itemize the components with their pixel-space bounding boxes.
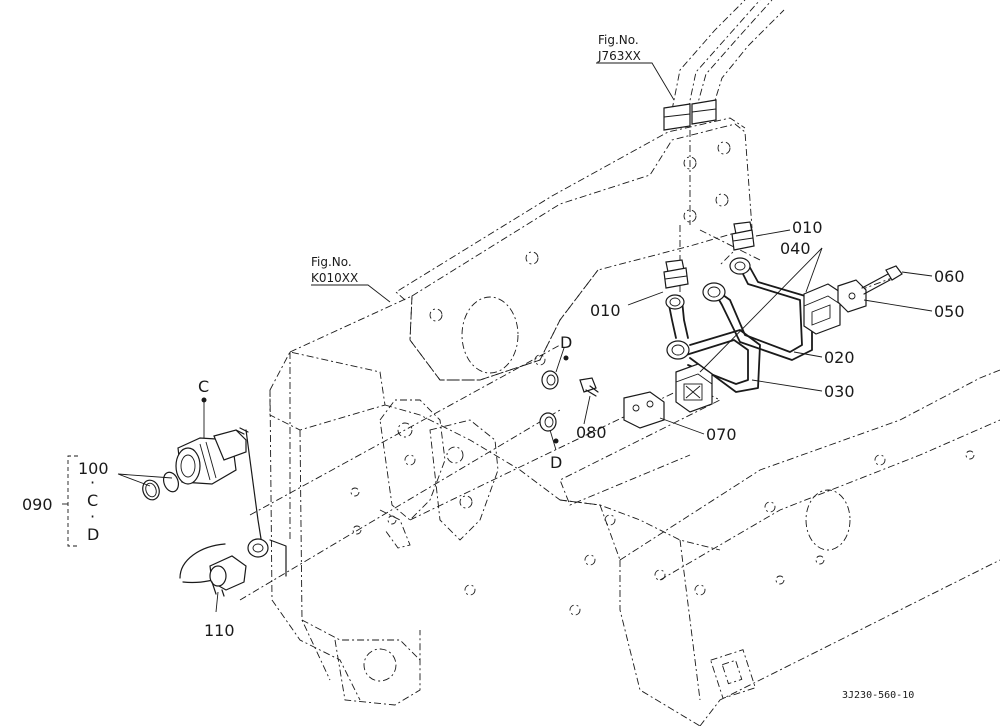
clamp-040-lower bbox=[675, 363, 713, 413]
label-part-020: 020 bbox=[824, 348, 855, 367]
fig-ref-upper-line2: J763XX bbox=[597, 49, 641, 63]
group-090-dot-2: · bbox=[90, 507, 95, 526]
label-part-070: 070 bbox=[706, 425, 737, 444]
label-part-050: 050 bbox=[934, 302, 965, 321]
main-frame bbox=[269, 117, 1000, 726]
label-part-040: 040 bbox=[780, 239, 811, 258]
group-090-bracket bbox=[67, 455, 78, 547]
group-090-dot-1: · bbox=[90, 473, 95, 492]
drawing-code: 3J230-560-10 bbox=[842, 690, 914, 701]
group-090-item-d: D bbox=[87, 525, 99, 544]
marker-d-lower: D bbox=[550, 453, 562, 472]
o-rings-100 bbox=[142, 471, 180, 501]
washer-d-lower bbox=[539, 412, 557, 432]
group-090-item-100: 100 bbox=[78, 459, 109, 478]
marker-dot-d-upper bbox=[563, 355, 569, 361]
leader-lines bbox=[62, 62, 933, 613]
fig-ref-left-line1: Fig.No. bbox=[311, 255, 352, 269]
coupler-c bbox=[175, 427, 249, 485]
centerlines bbox=[239, 115, 901, 601]
pipe-020 bbox=[702, 257, 813, 361]
marker-dots bbox=[201, 355, 569, 444]
bolt-060 bbox=[861, 265, 903, 295]
plate-050 bbox=[837, 279, 867, 313]
marker-dot-d-lower bbox=[553, 438, 559, 444]
clamp-040-upper bbox=[803, 283, 841, 335]
dust-cap-110 bbox=[179, 429, 287, 597]
group-090-item-c: C bbox=[87, 491, 98, 510]
label-part-110: 110 bbox=[204, 621, 235, 640]
label-part-090: 090 bbox=[22, 495, 53, 514]
marker-d-upper: D bbox=[560, 333, 572, 352]
fig-ref-upper-line1: Fig.No. bbox=[598, 33, 639, 47]
washer-d-upper bbox=[541, 370, 559, 390]
fitting-010-upper bbox=[731, 221, 755, 251]
upper-hydraulic-pipes bbox=[663, 0, 785, 131]
label-part-030: 030 bbox=[824, 382, 855, 401]
label-part-010-lower: 010 bbox=[590, 301, 621, 320]
bolt-080 bbox=[579, 377, 599, 397]
fig-ref-left-line2: K010XX bbox=[311, 271, 358, 285]
label-part-010-upper: 010 bbox=[792, 218, 823, 237]
fitting-010-lower bbox=[663, 259, 689, 289]
labels: Fig.No. J763XX Fig.No. K010XX 010 010 04… bbox=[22, 33, 965, 701]
pipe-030 bbox=[665, 294, 761, 393]
label-part-080: 080 bbox=[576, 423, 607, 442]
marker-c-top: C bbox=[198, 377, 209, 396]
plate-070 bbox=[623, 391, 665, 429]
label-part-060: 060 bbox=[934, 267, 965, 286]
marker-dot-c bbox=[201, 397, 207, 403]
